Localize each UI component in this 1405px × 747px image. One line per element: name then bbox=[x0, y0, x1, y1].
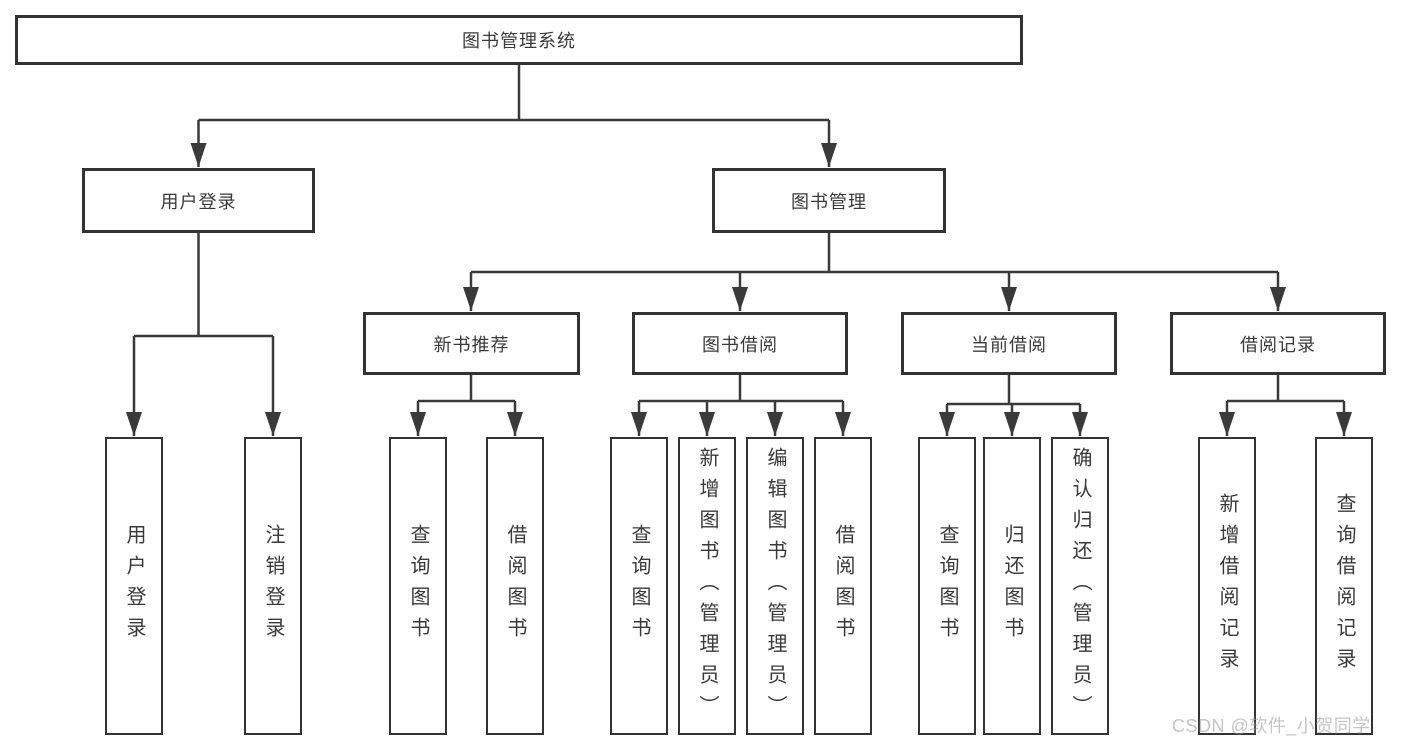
connector-stems bbox=[134, 65, 1344, 406]
node-return-book: 归还图书 bbox=[983, 437, 1041, 735]
node-label: 新增借阅记录 bbox=[1216, 493, 1238, 679]
node-borrow-books-recommend: 借阅图书 bbox=[486, 437, 544, 735]
node-library-system: 图书管理系统 bbox=[15, 15, 1023, 65]
node-user-login: 用户登录 bbox=[105, 437, 163, 735]
node-label: 注销登录 bbox=[262, 524, 284, 648]
node-label: 新增图书（管理员） bbox=[696, 446, 718, 726]
node-label: 查询图书 bbox=[407, 524, 429, 648]
node-label: 图书管理系统 bbox=[462, 31, 576, 51]
node-book-management: 图书管理 bbox=[712, 168, 946, 233]
node-label: 当前借阅 bbox=[971, 334, 1047, 355]
node-confirm-return-admin: 确认归还（管理员） bbox=[1051, 437, 1109, 735]
node-add-borrow-record: 新增借阅记录 bbox=[1198, 437, 1256, 735]
node-label: 归还图书 bbox=[1001, 524, 1023, 648]
node-logout: 注销登录 bbox=[244, 437, 302, 735]
node-label: 借阅图书 bbox=[832, 524, 854, 648]
node-borrow-book: 借阅图书 bbox=[814, 437, 872, 735]
node-book-borrowing: 图书借阅 bbox=[632, 312, 848, 375]
node-label: 图书管理 bbox=[791, 191, 867, 212]
node-borrow-records: 借阅记录 bbox=[1170, 312, 1386, 375]
watermark: CSDN @软件_小贺同学 bbox=[1172, 716, 1371, 736]
node-query-books-current: 查询图书 bbox=[918, 437, 976, 735]
node-label: 用户登录 bbox=[123, 524, 145, 648]
node-label: 借阅图书 bbox=[504, 524, 526, 648]
node-label: 新书推荐 bbox=[433, 334, 510, 355]
node-current-borrowing: 当前借阅 bbox=[901, 312, 1117, 375]
node-label: 查询图书 bbox=[936, 524, 958, 648]
node-label: 图书借阅 bbox=[702, 334, 778, 355]
connector-arrows bbox=[126, 120, 1352, 436]
node-label: 借阅记录 bbox=[1240, 334, 1316, 355]
node-edit-book-admin: 编辑图书（管理员） bbox=[746, 437, 804, 735]
node-query-books-borrowing: 查询图书 bbox=[610, 437, 668, 735]
node-query-borrow-record: 查询借阅记录 bbox=[1315, 437, 1373, 735]
node-user-login-branch: 用户登录 bbox=[82, 168, 315, 233]
node-label: 查询借阅记录 bbox=[1333, 493, 1355, 679]
node-label: 查询图书 bbox=[628, 524, 650, 648]
node-add-book-admin: 新增图书（管理员） bbox=[678, 437, 736, 735]
node-new-book-recommend: 新书推荐 bbox=[363, 312, 580, 375]
node-label: 用户登录 bbox=[160, 191, 237, 212]
node-label: 编辑图书（管理员） bbox=[764, 446, 786, 726]
node-label: 确认归还（管理员） bbox=[1069, 446, 1091, 726]
node-query-books-recommend: 查询图书 bbox=[389, 437, 447, 735]
